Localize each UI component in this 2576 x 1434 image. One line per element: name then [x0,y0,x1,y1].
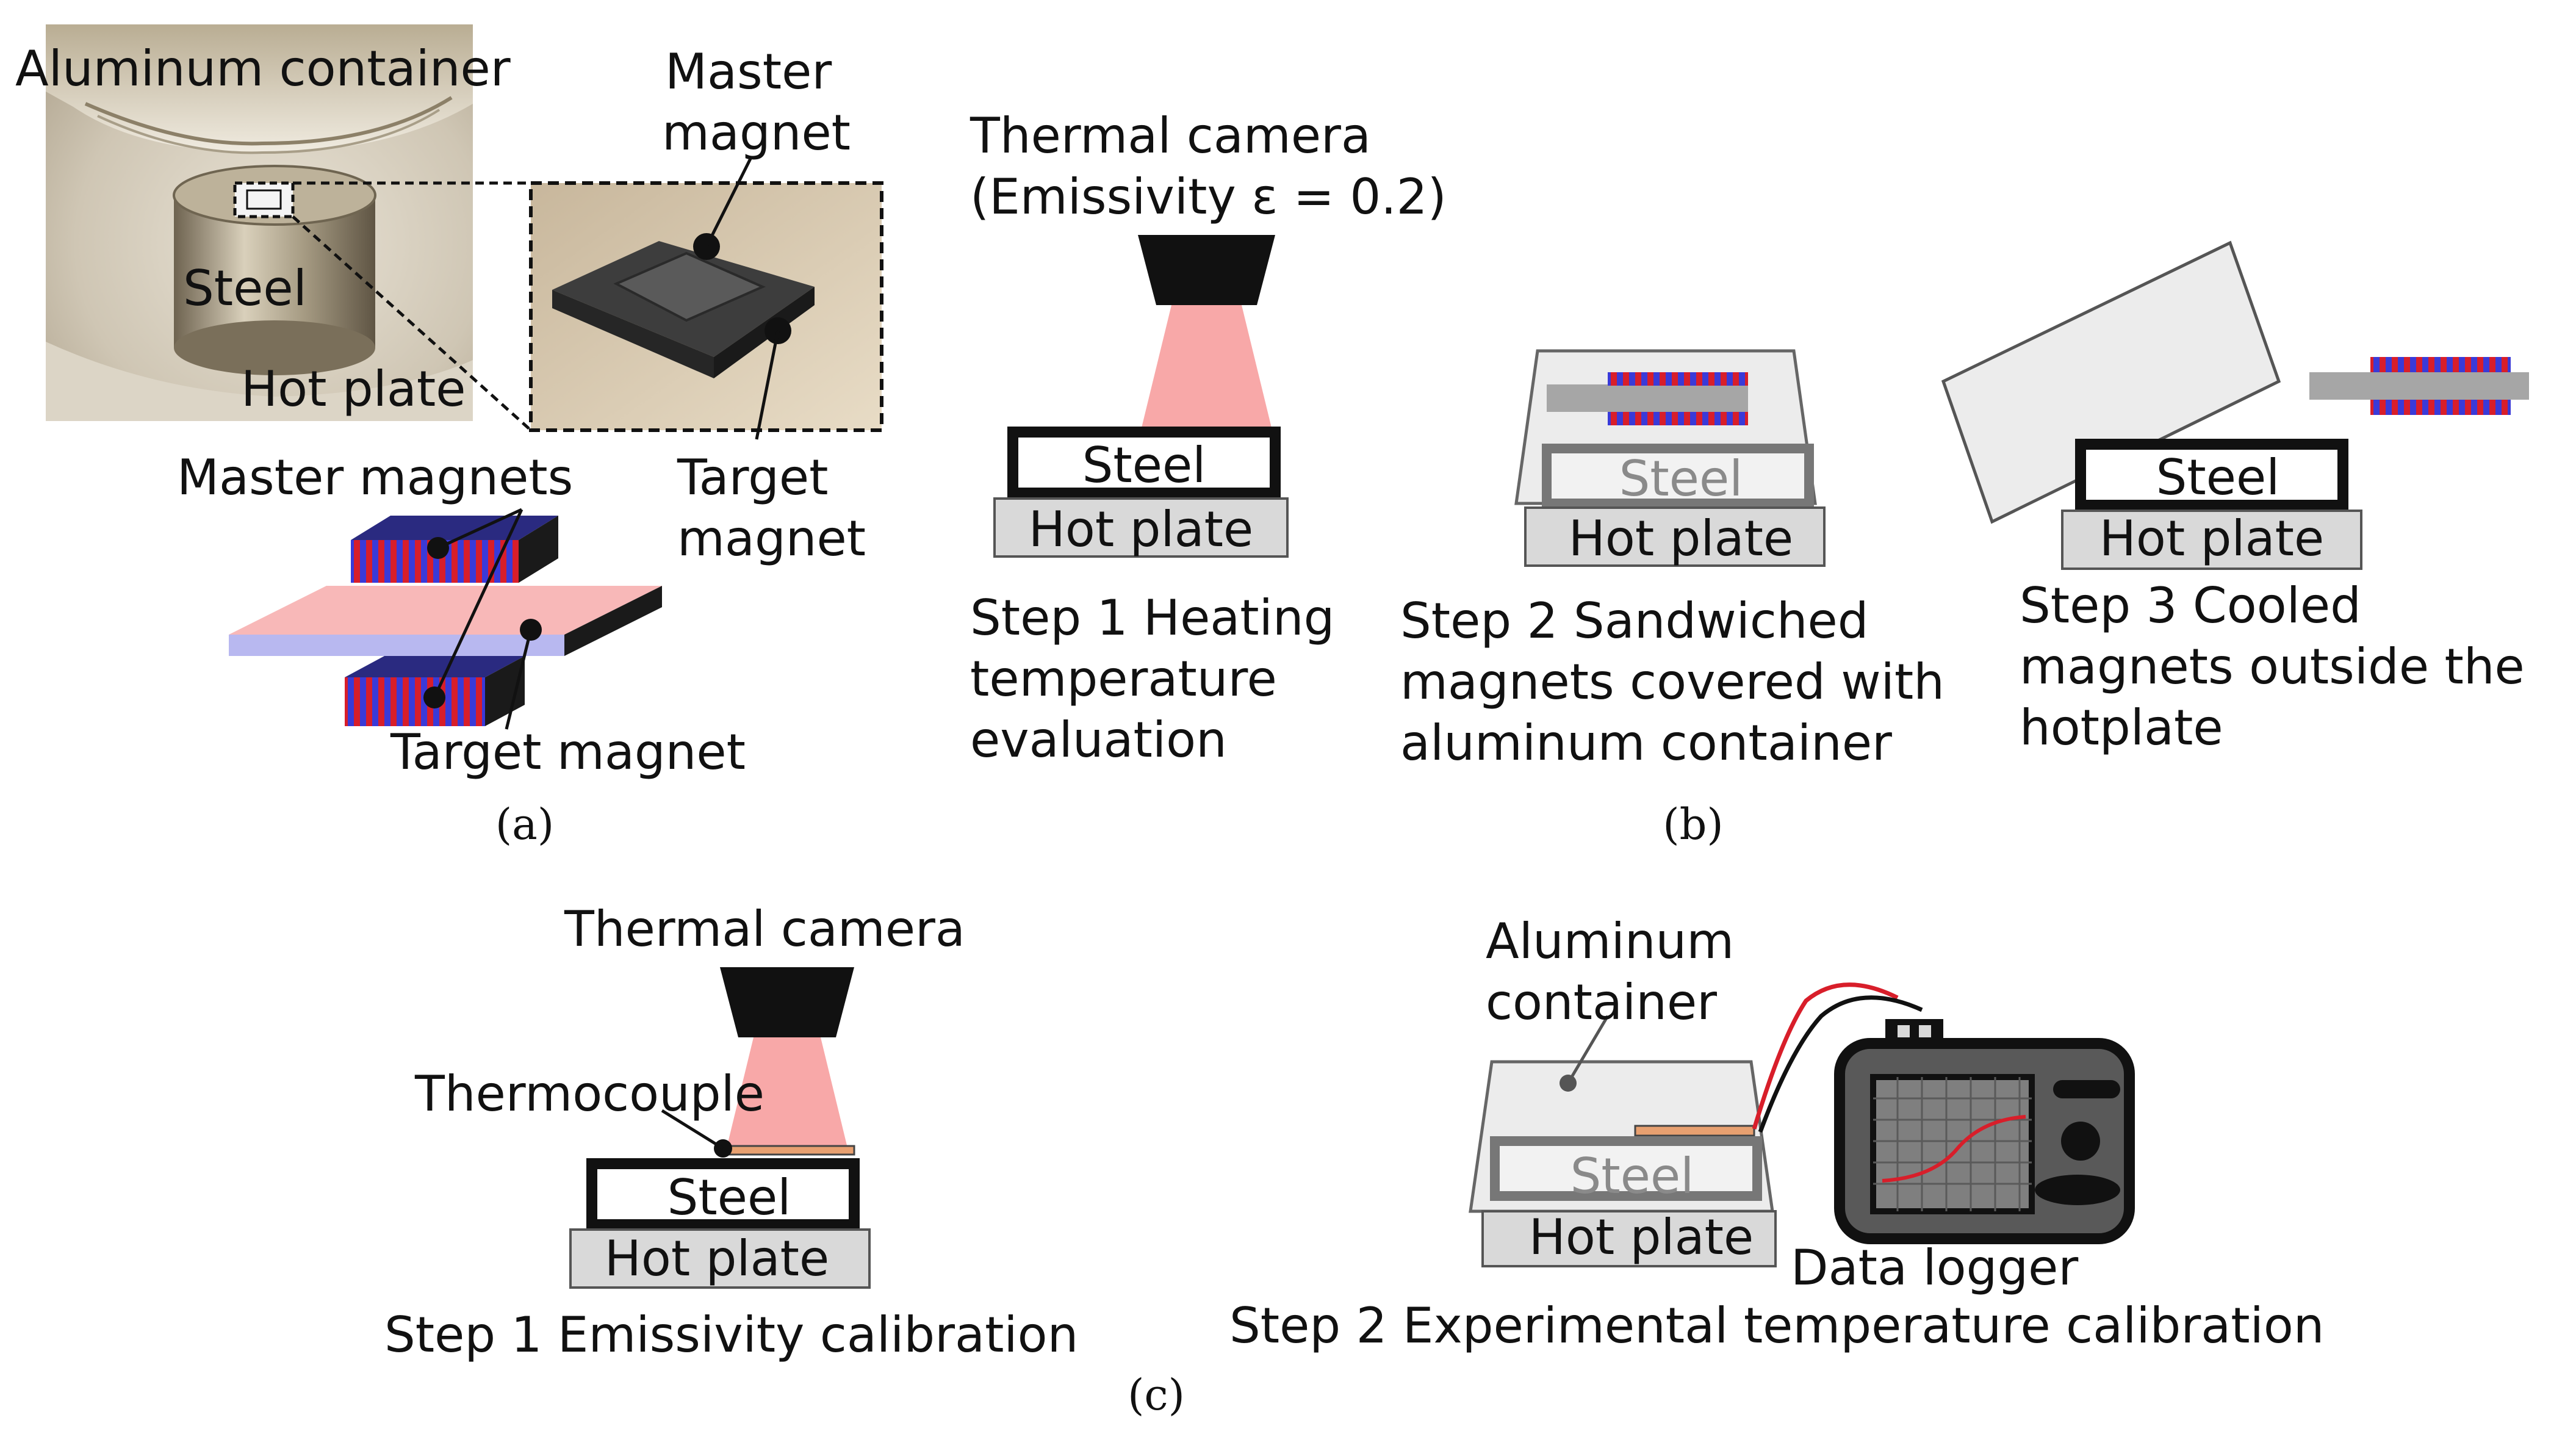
label-master-magnet-2: magnet [662,104,851,161]
master-magnet-bottom [2370,400,2511,415]
label-thermocouple: Thermocouple [414,1065,765,1122]
hot-plate [1524,506,1826,567]
label-steel-b1: Steel [1082,437,1206,494]
hot-plate [1481,1210,1777,1267]
label-c-step2: Step 2 Experimental temperature calibrat… [1229,1297,2325,1354]
steel-block [2075,439,2348,511]
label-target-magnet-schematic: Target magnet [390,724,746,780]
label-steel-photo: Steel [183,260,307,317]
label-aluminum-container-c1: Aluminum [1486,913,1734,970]
hot-plate [569,1228,871,1289]
thermocouple-strip [1634,1125,1755,1137]
label-hot-plate-photo: Hot plate [241,361,466,417]
thermal-camera-icon [720,967,854,1037]
label-hot-plate-c2: Hot plate [1529,1209,1754,1266]
thermal-camera-icon [1138,235,1275,305]
label-b-step2-1: Step 2 Sandwiched [1400,593,1869,649]
label-b-step3-3: hotplate [2020,699,2223,756]
label-b-step3-2: magnets outside the [2020,638,2525,695]
panel-c: Thermal camera Thermocouple Steel Hot pl… [384,901,2325,1420]
hot-plate [993,497,1289,558]
steel-block [586,1158,860,1230]
zoom-inset [529,157,883,440]
b-step2-setup [1514,349,1826,567]
label-steel-c1: Steel [667,1169,791,1226]
c-step1-setup [569,967,871,1289]
label-steel-b2: Steel [1619,450,1743,507]
label-aluminum-container-c2: container [1486,974,1717,1031]
label-b-step1-1: Step 1 Heating [970,589,1334,646]
label-hot-plate-b2: Hot plate [1569,510,1794,567]
hot-plate [2061,510,2362,570]
label-target-magnet-2: magnet [677,510,866,567]
label-aluminum-container: Aluminum container [15,40,511,97]
thermocouple-strip [722,1145,855,1156]
b-step1-setup [993,235,1289,558]
steel-block [1490,1136,1762,1201]
schematic-magnets [229,508,662,730]
label-b-step1-2: temperature [970,650,1277,707]
panel-b: Thermal camera (Emissivity ε = 0.2) Stee… [970,107,2529,849]
caption-a: (a) [495,799,554,849]
thermocouple-wire-black [1758,995,1923,1133]
thermocouple-wire-red [1752,982,1899,1130]
label-steel-c2: Steel [1570,1148,1694,1205]
label-thermal-camera-b: Thermal camera [970,107,1371,164]
steel-block [1542,444,1814,508]
label-b-step2-3: aluminum container [1400,715,1892,771]
master-magnet-bottom [1608,412,1748,425]
label-master-magnet-1: Master [665,43,832,100]
photo-setup [46,24,532,431]
b-step3-setup [1941,240,2529,570]
label-b-step2-2: magnets covered with [1400,654,1945,710]
label-target-magnet-1: Target [677,449,829,506]
label-master-magnets: Master magnets [177,449,573,506]
label-thermal-camera-c: Thermal camera [564,901,965,957]
rod [1547,384,1748,412]
data-logger-icon [1834,1019,2135,1244]
master-magnet-top [1608,372,1748,386]
master-magnet-top [2370,357,2511,372]
label-c-step1: Step 1 Emissivity calibration [384,1306,1078,1363]
label-hot-plate-b1: Hot plate [1029,501,1254,558]
label-data-logger: Data logger [1791,1239,2078,1296]
aluminum-container-lifted [1941,240,2281,524]
label-emissivity: (Emissivity ε = 0.2) [970,168,1447,225]
photo-label-aluminum-container: Aluminum container [15,40,511,97]
steel-block [1007,427,1281,499]
panel-a: Aluminum container Steel Hot plate Maste… [15,24,883,849]
label-b-step1-3: evaluation [970,712,1227,768]
label-steel-b3: Steel [2156,449,2280,506]
caption-c: (c) [1128,1370,1185,1420]
label-hot-plate-c1: Hot plate [605,1230,830,1287]
c-step2-setup [1469,982,2135,1267]
label-b-step3-1: Step 3 Cooled [2020,577,2361,634]
label-hot-plate-b3: Hot plate [2099,510,2325,567]
caption-b: (b) [1663,799,1723,849]
rod [2309,372,2529,400]
